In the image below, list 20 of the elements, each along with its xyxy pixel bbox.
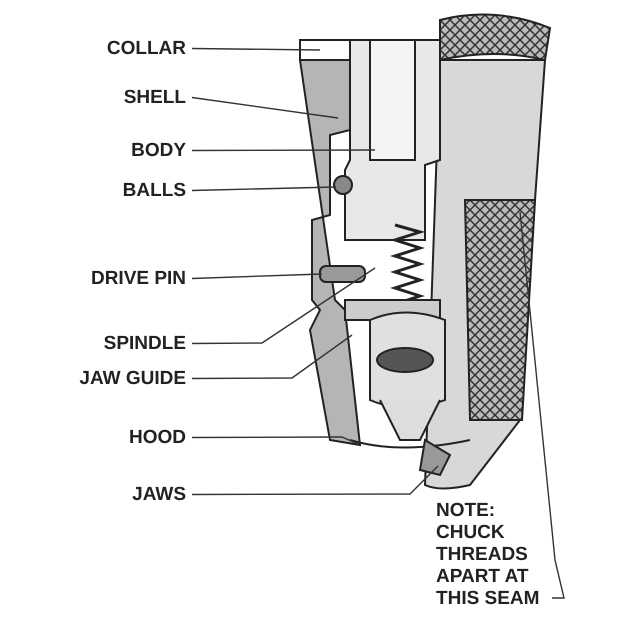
leader-line bbox=[519, 212, 565, 599]
part-label: JAW GUIDE bbox=[79, 367, 186, 390]
part-label: DRIVE PIN bbox=[90, 267, 186, 290]
part-label: COLLAR bbox=[106, 37, 186, 60]
leader-line bbox=[192, 466, 438, 496]
leader-line bbox=[192, 186, 336, 192]
leader-line bbox=[192, 436, 358, 445]
part-label: SHELL bbox=[124, 86, 186, 109]
part-label: BODY bbox=[131, 139, 186, 162]
leader-line bbox=[192, 334, 352, 380]
leader-line bbox=[192, 48, 320, 51]
note-text: NOTE: CHUCK THREADS APART AT THIS SEAM bbox=[436, 500, 548, 610]
part-label: BALLS bbox=[122, 179, 186, 202]
leader-line bbox=[192, 96, 338, 119]
part-label: JAWS bbox=[132, 483, 186, 506]
part-label: HOOD bbox=[129, 426, 186, 449]
leader-line bbox=[192, 273, 322, 280]
leader-line bbox=[192, 149, 375, 152]
leader-line bbox=[192, 267, 376, 344]
part-label: SPINDLE bbox=[104, 332, 186, 355]
